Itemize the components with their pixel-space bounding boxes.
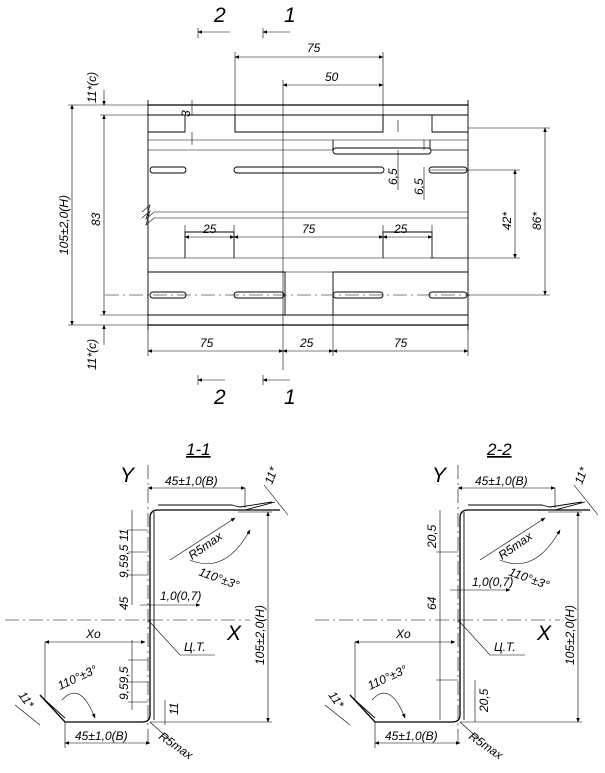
section-2-lip-top: 11*	[572, 465, 591, 486]
section-1-web-dims-bottom: 9,59,5	[117, 666, 131, 700]
section-1-web-mid: 45	[117, 596, 131, 610]
section-2-web-mid: 64	[425, 596, 439, 610]
dim-25-left: 25	[202, 222, 217, 236]
section-2-axis-x: X	[536, 622, 552, 645]
section-2-angle-top: 110°±3°	[507, 565, 551, 593]
section-1-1: 1-1 Y X 45±1,0(B) 11* R5max 110°±3° 1,0(…	[5, 440, 289, 763]
section-1-web-bottom-11: 11	[167, 703, 181, 715]
dim-75-br: 75	[394, 336, 408, 350]
dim-86: 86*	[530, 212, 544, 230]
dim-50: 50	[325, 70, 339, 84]
section-2-web-top: 20,5	[425, 524, 439, 549]
dim-25-bm: 25	[299, 336, 314, 350]
dim-83: 83	[89, 212, 103, 226]
section-2-web-bottom: 20,5	[477, 688, 491, 713]
section-2-flange-bottom: 45±1,0(B)	[385, 729, 438, 743]
section-1-axis-y: Y	[120, 464, 136, 487]
section-2-xo: Xo	[395, 627, 411, 641]
section-1-angle-bottom: 110°±3°	[55, 662, 99, 693]
section-1-flange-bottom: 45±1,0(B)	[75, 729, 128, 743]
section-1-bottom-label: 1	[284, 386, 296, 409]
section-2-top-label: 2	[213, 4, 226, 27]
plan-view: 2 1 2 1 75 50 3 11*(c) 105±2,0(H) 83 11*…	[57, 4, 550, 409]
section-1-angle-top: 110°±3°	[197, 565, 241, 593]
dim-25-right: 25	[393, 222, 408, 236]
section-1-height: 105±2,0(H)	[253, 605, 267, 665]
section-1-flange-top: 45±1,0(B)	[165, 474, 218, 488]
dim-75-mid: 75	[302, 222, 316, 236]
section-2-centroid: Ц.Т.	[494, 640, 516, 654]
dim-75-bl: 75	[200, 336, 214, 350]
dim-3: 3	[179, 110, 193, 117]
section-1-xo: Xo	[85, 627, 101, 641]
section-1-thickness: 1,0(0,7)	[160, 589, 201, 603]
section-1-lip-top: 11*	[262, 465, 281, 486]
section-2-radius-bottom: R5max	[466, 729, 506, 763]
section-2-bottom-label: 2	[213, 386, 226, 409]
section-2-height: 105±2,0(H)	[563, 605, 577, 665]
section-2-axis-y: Y	[432, 464, 448, 487]
section-2-angle-bottom: 110°±3°	[365, 662, 409, 693]
section-1-axis-x: X	[226, 622, 242, 645]
section-2-flange-top: 45±1,0(B)	[475, 474, 528, 488]
section-1-radius-top: R5max	[186, 529, 226, 563]
section-1-title: 1-1	[186, 440, 211, 459]
section-2-thickness: 1,0(0,7)	[472, 575, 513, 589]
section-1-centroid: Ц.Т.	[184, 640, 206, 654]
section-1-web-dims-top: 9,59,5 11	[117, 529, 131, 578]
dim-6-5-a: 6,5	[386, 168, 400, 185]
dim-11c-top: 11*(c)	[85, 72, 99, 103]
section-2-title: 2-2	[486, 440, 512, 459]
dim-11c-bottom: 11*(c)	[85, 339, 99, 370]
section-2-2: 2-2 Y X 45±1,0(B) 11* R5max 110°±3° 1,0(…	[315, 440, 599, 763]
section-2-radius-top: R5max	[496, 529, 536, 563]
dim-42: 42*	[500, 212, 514, 230]
section-1-top-label: 1	[284, 4, 296, 27]
dim-105-H: 105±2,0(H)	[57, 195, 71, 255]
dim-6-5-b: 6,5	[412, 178, 426, 195]
section-1-radius-bottom: R5max	[156, 729, 196, 763]
dim-75-top: 75	[307, 41, 321, 55]
